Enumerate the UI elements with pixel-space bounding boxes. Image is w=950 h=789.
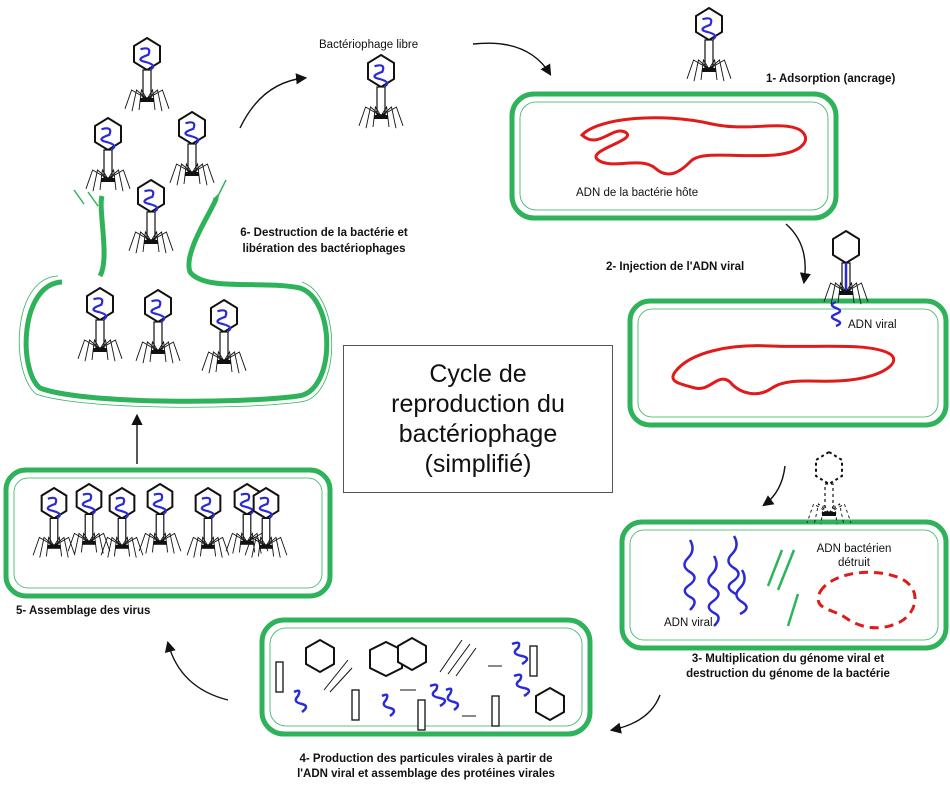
- bacteriophage-icon: [77, 286, 123, 362]
- bacteriophage-icon: [135, 288, 181, 364]
- bacteriophage-icon: [124, 36, 170, 112]
- step-6-label-line1: 6- Destruction de la bactérie et: [240, 227, 408, 239]
- bacteriophage-icon: [128, 178, 174, 254]
- step-1-label: 1- Adsorption (ancrage): [766, 73, 896, 85]
- host-dna-1: [579, 116, 807, 176]
- bacteriophage-icon: [186, 486, 230, 558]
- injected-viral-dna: [830, 300, 842, 328]
- bacteriophage-icon: [244, 486, 288, 558]
- diagram-title: Cycle de reproduction du bactériophage (…: [391, 360, 565, 478]
- viral-dna-label-1: ADN viral: [848, 319, 897, 331]
- bacteriophage-icon: [169, 110, 215, 186]
- cell-production: [259, 617, 593, 737]
- arrow-step4-to-step5: [164, 640, 229, 701]
- arrow-free-to-adsorption: [472, 42, 552, 76]
- bacteriophage-icon: [85, 116, 131, 192]
- destroyed-dna-label: ADN bactérien détruit: [816, 543, 892, 569]
- diagram-title-box: Cycle de reproduction du bactériophage (…: [343, 345, 613, 493]
- cell-lysis: [18, 179, 333, 408]
- cell-adsorption: [509, 91, 839, 221]
- bacteriophage-icon: [67, 482, 111, 554]
- bacteriophage-icon: [358, 53, 404, 129]
- cycle-arrows: [131, 42, 811, 734]
- step-3-label-line2: destruction du génome de la bactérie: [686, 668, 890, 680]
- free-phage-label: Bactériophage libre: [319, 39, 419, 51]
- step-2-label: 2- Injection de l'ADN viral: [606, 261, 745, 273]
- host-dna-label: ADN de la bactérie hôte: [576, 187, 699, 199]
- bacteriophage-icon: [686, 6, 732, 82]
- step-6-label-line2: libération des bactériophages: [242, 243, 406, 255]
- phage-layer: [32, 6, 869, 558]
- bacteriophage-icon: [201, 298, 247, 374]
- host-dna-2: [671, 344, 896, 396]
- step-3-label-line1: 3- Multiplication du génome viral et: [691, 653, 885, 665]
- bacteriophage-icon: [32, 486, 76, 558]
- bacteriophage-icon: [806, 450, 852, 526]
- bacteriophage-icon: [823, 229, 869, 305]
- arrow-step2-to-step3: [762, 465, 786, 507]
- step-4-label-line1: 4- Production des particules virales à p…: [299, 753, 553, 765]
- destroyed-host-dna: [816, 570, 917, 630]
- arrow-step6-to-free: [239, 73, 308, 129]
- bacteriophage-icon: [138, 482, 182, 554]
- cell-injection: [627, 298, 949, 428]
- step-4-label-line2: l'ADN viral et assemblage des protéines …: [297, 768, 555, 780]
- arrow-step3-to-step4: [609, 694, 661, 734]
- viral-dna-label-2: ADN viral: [664, 617, 713, 629]
- arrow-step1-to-step2: [785, 223, 811, 285]
- step-5-label: 5- Assemblage des virus: [16, 605, 151, 617]
- bacteriophage-icon: [100, 486, 144, 558]
- cell-multiplication: [619, 519, 949, 651]
